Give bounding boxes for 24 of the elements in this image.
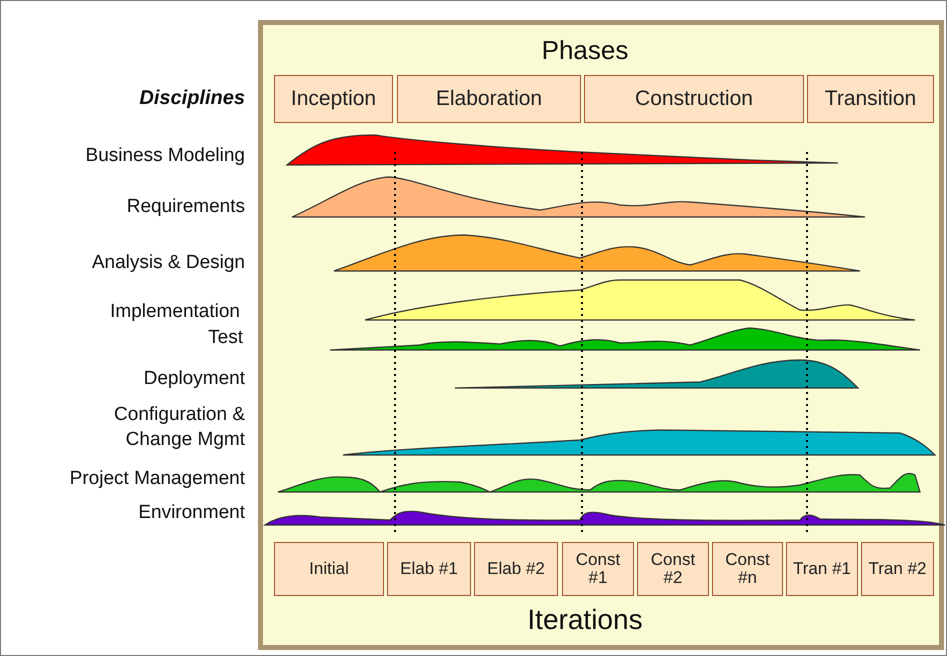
column-heading: Disciplines — [138, 86, 245, 111]
iteration-box: Const #1 — [562, 542, 634, 596]
discipline-label: Project Management — [68, 467, 245, 491]
axis-heading: Phases — [540, 34, 630, 67]
phase-box: Construction — [584, 75, 804, 123]
iteration-box: Const #2 — [637, 542, 709, 596]
iteration-box: Const #n — [712, 542, 783, 596]
iteration-box: Initial — [274, 542, 384, 596]
phase-box: Transition — [807, 75, 934, 123]
iteration-box: Elab #2 — [474, 542, 558, 596]
discipline-label: Deployment — [142, 367, 245, 391]
iteration-box: Tran #1 — [786, 542, 858, 596]
discipline-label: Environment — [137, 501, 245, 525]
phase-box: Elaboration — [397, 75, 581, 123]
discipline-label: Implementation — [109, 300, 240, 324]
phase-box: Inception — [274, 75, 393, 123]
discipline-label: Configuration & Change Mgmt — [113, 403, 245, 452]
axis-heading: Iterations — [526, 603, 644, 637]
discipline-label: Business Modeling — [84, 144, 245, 168]
discipline-label: Analysis & Design — [90, 251, 245, 275]
discipline-label: Requirements — [126, 195, 245, 219]
iteration-box: Tran #2 — [861, 542, 934, 596]
discipline-label: Test — [207, 326, 243, 350]
iteration-box: Elab #1 — [387, 542, 471, 596]
